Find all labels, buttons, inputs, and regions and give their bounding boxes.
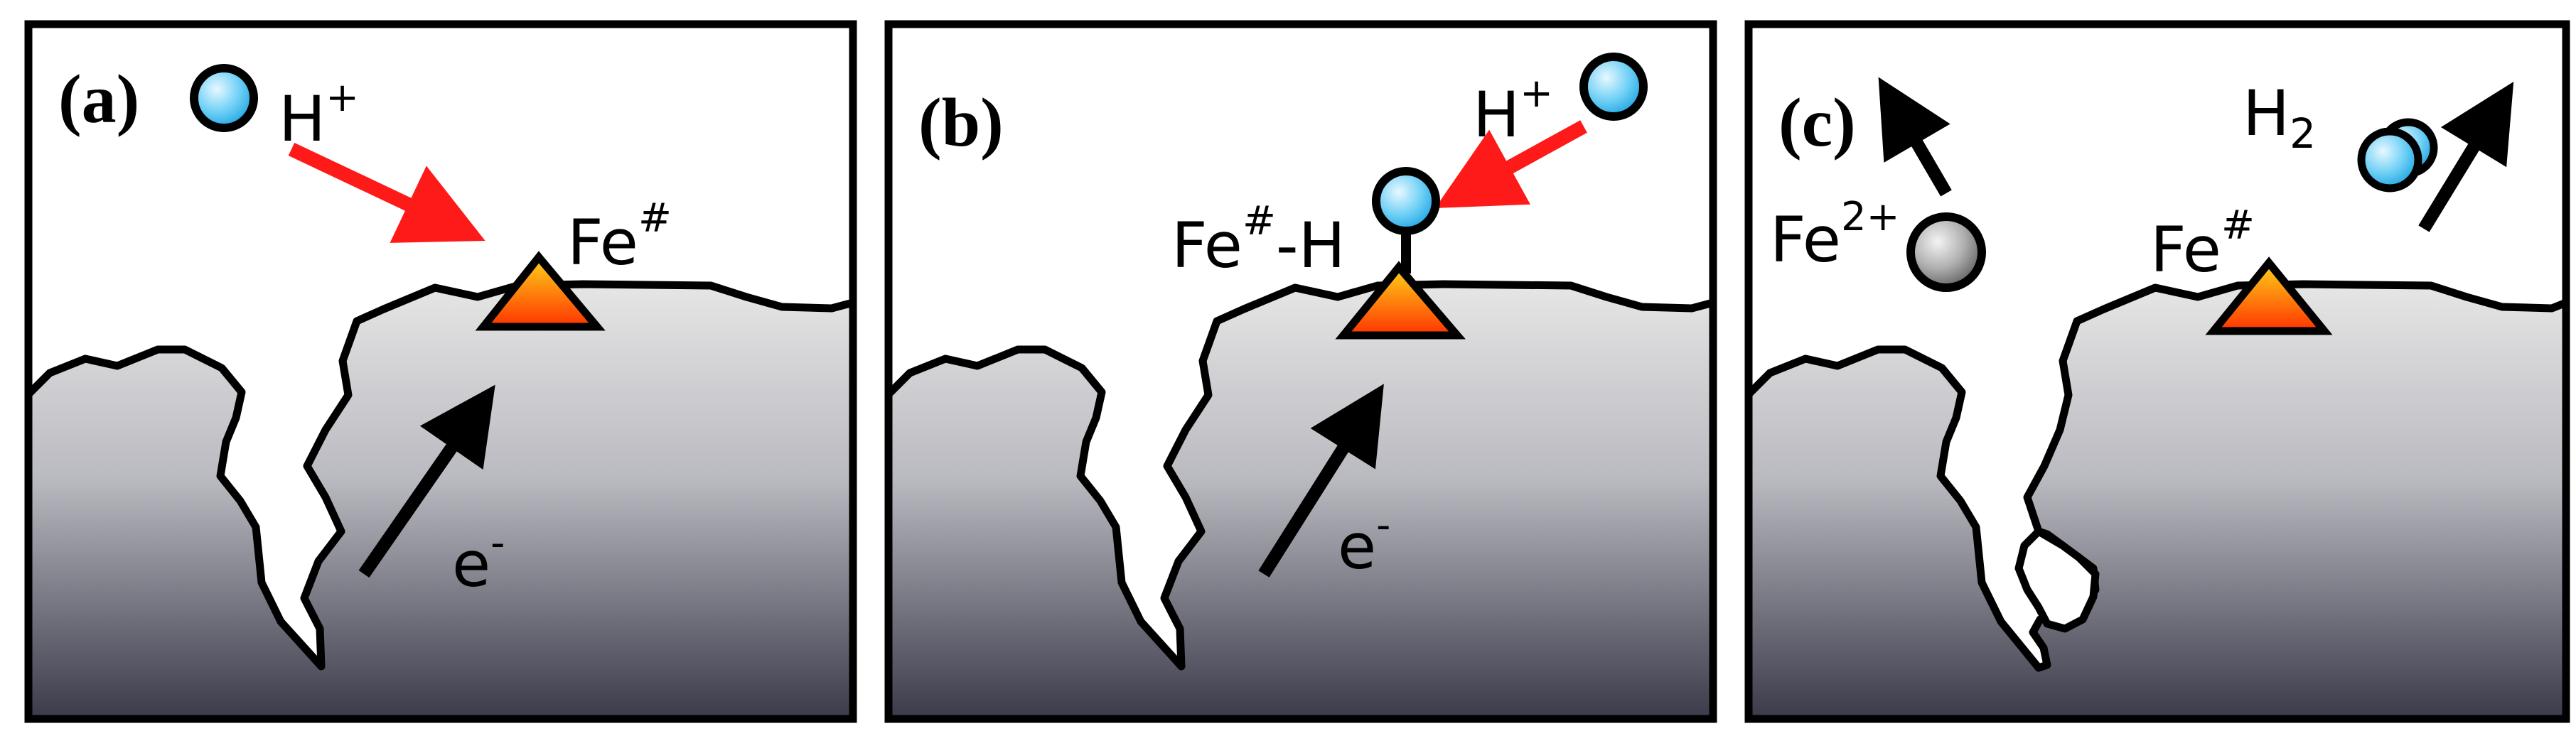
electron-label: e-	[1338, 502, 1390, 583]
gas-escape-arrow	[2418, 81, 2514, 232]
proton-approach-arrow	[1434, 120, 1587, 208]
panel-tag: (c)	[1778, 85, 1856, 161]
panel-frame	[24, 20, 857, 723]
panel-b: (b) H+ Fe#-H e-	[884, 20, 1717, 723]
adsorbed-hydrogen-label: Fe#-H	[1171, 198, 1346, 282]
metal-surface	[24, 280, 857, 723]
panel-a: (a) H+ Fe# e-	[24, 20, 857, 723]
adsorbed-hydrogen-circle	[1372, 167, 1440, 235]
active-site-triangle	[475, 251, 606, 331]
active-site-label: Fe#	[567, 195, 672, 279]
panel-frame	[1744, 20, 2570, 723]
panel-tag: (a)	[58, 61, 139, 138]
panel-frame	[884, 20, 1717, 723]
active-site-triangle	[1335, 261, 1466, 340]
proton-circle	[1579, 53, 1648, 121]
electron-arrow	[1258, 384, 1384, 578]
proton-label: H+	[1473, 70, 1553, 151]
hydrogen-gas-label: H2	[2243, 77, 2316, 158]
electron-arrow	[358, 384, 495, 578]
ion-escape-arrow	[1878, 77, 1952, 197]
metal-surface	[1744, 280, 2570, 723]
proton-circle	[190, 64, 258, 132]
proton-approach-arrow	[288, 142, 485, 243]
ferrous-ion-circle	[1906, 212, 1986, 292]
panel-tag: (b)	[918, 85, 1004, 161]
metal-surface	[884, 280, 1717, 723]
active-site-label: Fe#	[2150, 202, 2255, 286]
proton-label: H+	[279, 75, 359, 156]
panel-c: (c) Fe2+ H2 Fe#	[1744, 20, 2570, 723]
active-site-triangle	[2205, 256, 2333, 335]
hydrogen-atom-front	[2357, 127, 2422, 193]
pit-cavity	[2014, 527, 2100, 633]
electron-label: e-	[452, 520, 505, 601]
ferrous-ion-label: Fe2+	[1770, 194, 1900, 276]
